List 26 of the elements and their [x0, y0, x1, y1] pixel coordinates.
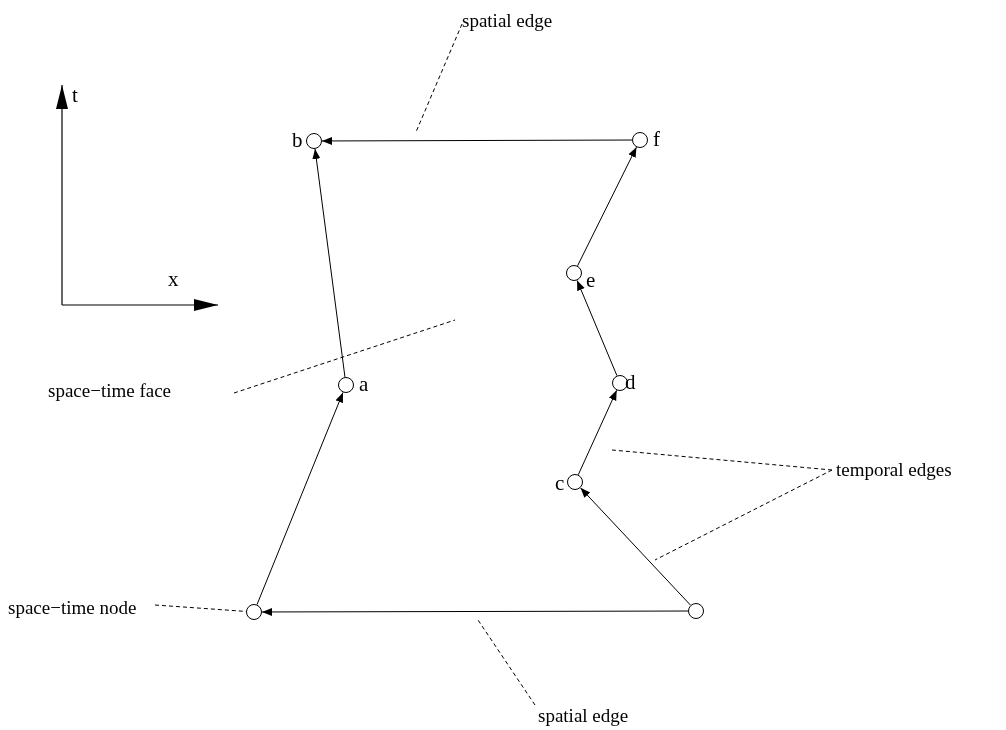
leader-line	[477, 619, 536, 706]
leader-line	[415, 23, 463, 133]
arrow	[256, 391, 344, 606]
arrow	[577, 146, 637, 267]
callout-text: spatial edge	[538, 705, 629, 727]
leader-line	[611, 449, 833, 471]
arrow	[321, 136, 633, 145]
callout-text: space−time face	[48, 380, 172, 402]
leader-line	[654, 469, 833, 561]
arrow	[579, 487, 692, 606]
arrow	[261, 607, 689, 616]
callout-text: spatial edge	[462, 10, 553, 32]
arrow	[577, 389, 618, 476]
leader-line	[233, 319, 456, 394]
node-letter: f	[653, 128, 660, 150]
node-letter: a	[359, 373, 369, 395]
axis-label: x	[168, 268, 179, 290]
node-letter: c	[555, 472, 565, 494]
node-letter: b	[292, 129, 303, 151]
arrow	[576, 279, 618, 377]
node-letter: d	[625, 371, 636, 393]
node-letter: e	[586, 269, 596, 291]
arrow	[312, 148, 346, 378]
axis-label: t	[72, 84, 78, 106]
callout-text: temporal edges	[836, 459, 952, 481]
callout-text: space−time node	[8, 597, 137, 619]
